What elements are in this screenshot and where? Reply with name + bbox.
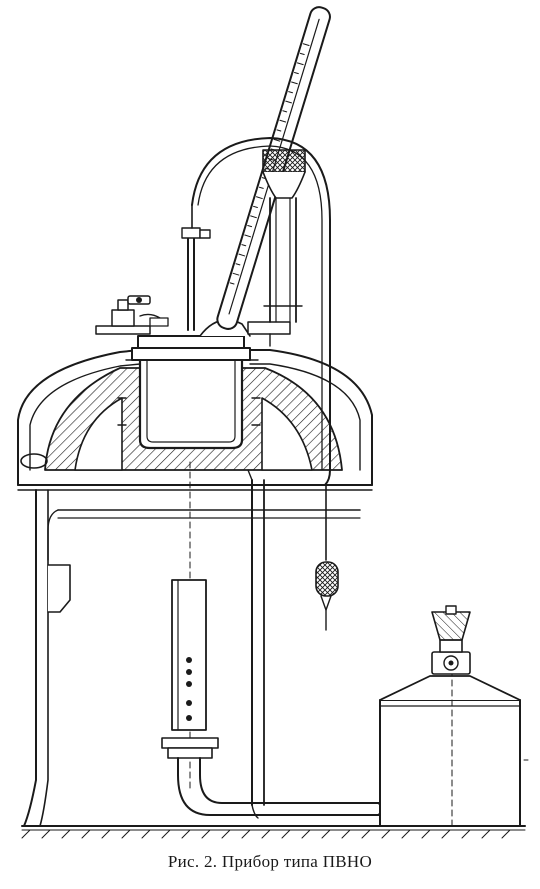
gas-bottle: [379, 605, 529, 827]
dropper: [315, 484, 339, 631]
clamp-screw: [95, 295, 169, 335]
vent-tube: [181, 204, 211, 331]
filter-column: [262, 149, 306, 323]
hose-loop: [191, 137, 331, 486]
central-vessel: [125, 335, 259, 450]
floor-base: [21, 825, 526, 839]
right-legs: [247, 469, 265, 819]
burner: [161, 579, 219, 759]
gas-pipe: [177, 757, 383, 816]
apparatus-drawing: [17, 6, 529, 839]
left-leg: [23, 489, 361, 827]
dome-hood: [17, 349, 373, 491]
figure-caption: Рис. 2. Прибор типа ПВНО: [167, 852, 373, 871]
